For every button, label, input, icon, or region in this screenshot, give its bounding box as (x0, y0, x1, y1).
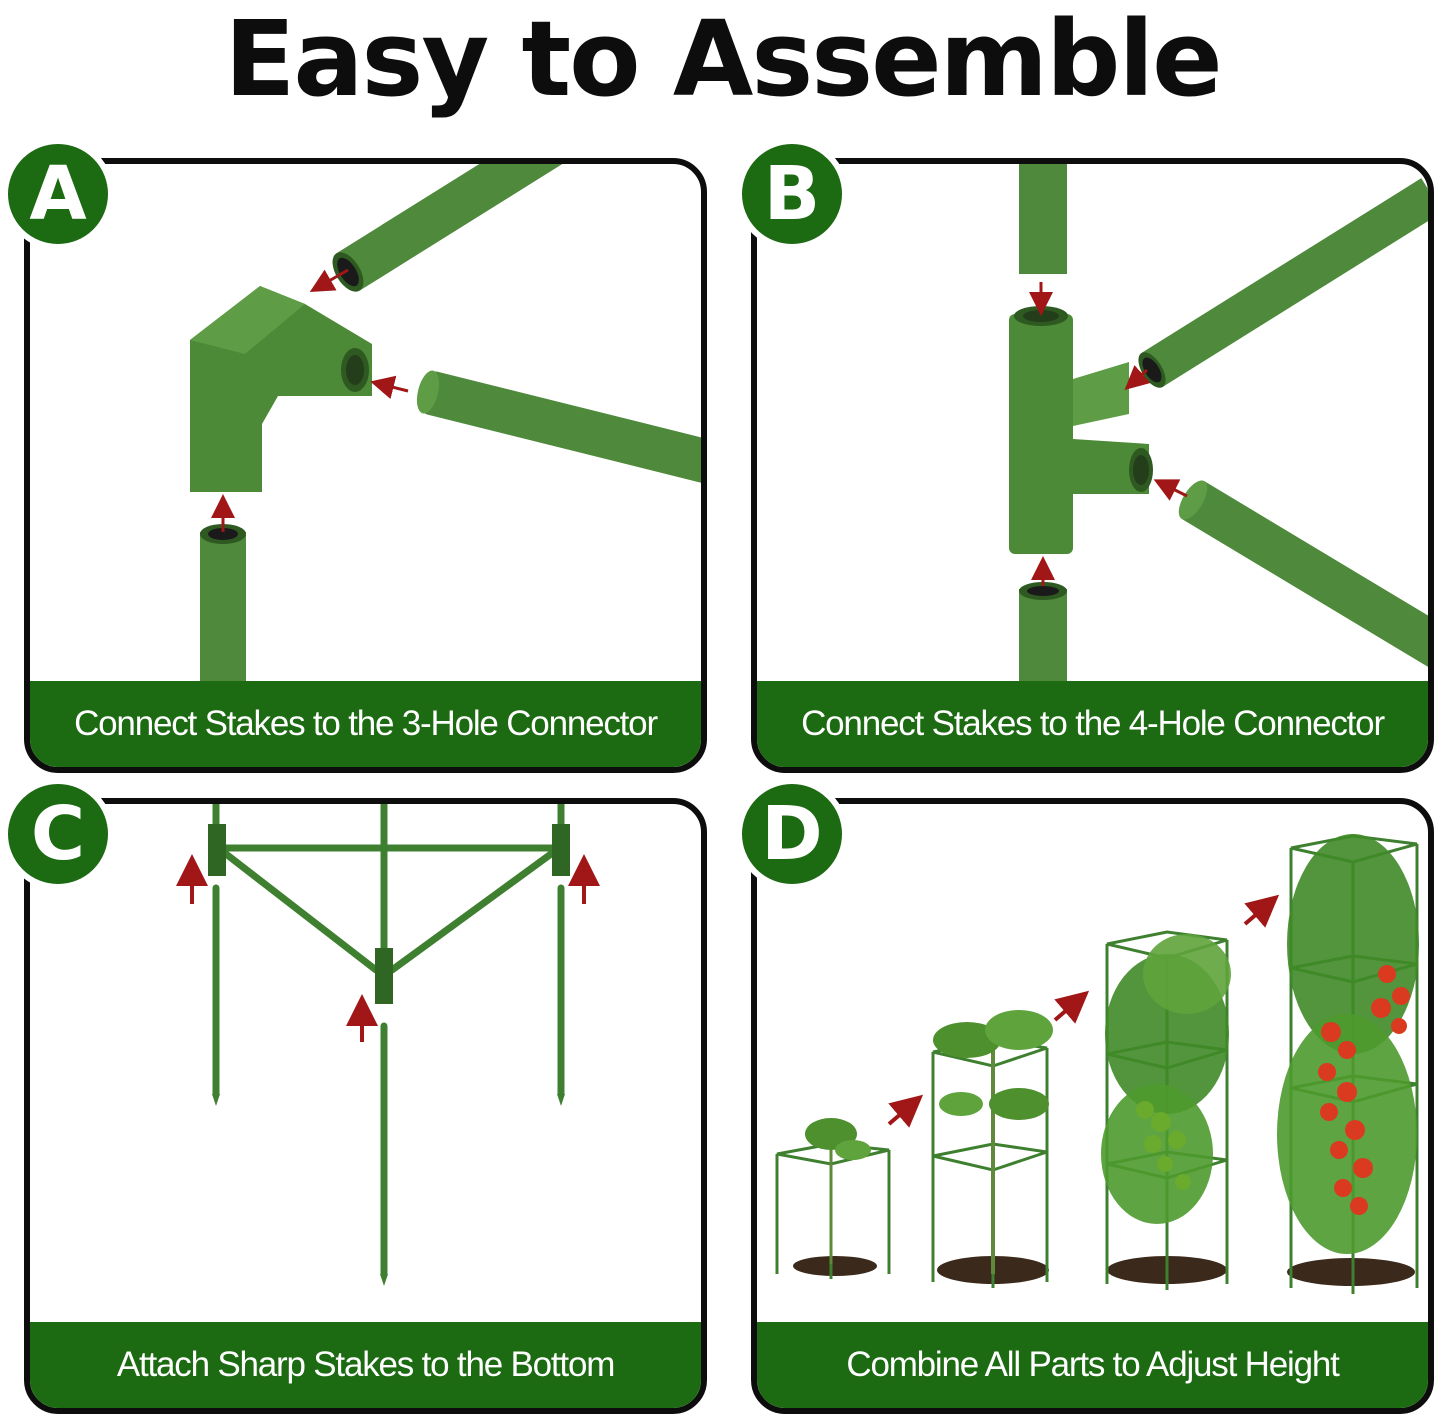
caption-b: Connect Stakes to the 4-Hole Connector (757, 681, 1428, 767)
badge-b: B (736, 138, 848, 250)
panel-a: Connect Stakes to the 3-Hole Connector (24, 158, 707, 773)
caption-c: Attach Sharp Stakes to the Bottom (30, 1322, 701, 1408)
page-title: Easy to Assemble (224, 0, 1222, 120)
caption-d: Combine All Parts to Adjust Height (757, 1322, 1428, 1408)
badge-d: D (736, 778, 848, 890)
connector-4-hole-image (1009, 164, 1428, 689)
connector-3-hole-image (190, 164, 701, 682)
panel-c: Attach Sharp Stakes to the Bottom (24, 798, 707, 1414)
sharp-stakes-image (176, 804, 600, 1286)
growth-stages-image (775, 834, 1419, 1294)
badge-a: A (2, 138, 114, 250)
panel-d: Combine All Parts to Adjust Height (751, 798, 1434, 1414)
caption-a: Connect Stakes to the 3-Hole Connector (30, 681, 701, 767)
panel-b: Connect Stakes to the 4-Hole Connector (751, 158, 1434, 773)
badge-c: C (2, 778, 114, 890)
